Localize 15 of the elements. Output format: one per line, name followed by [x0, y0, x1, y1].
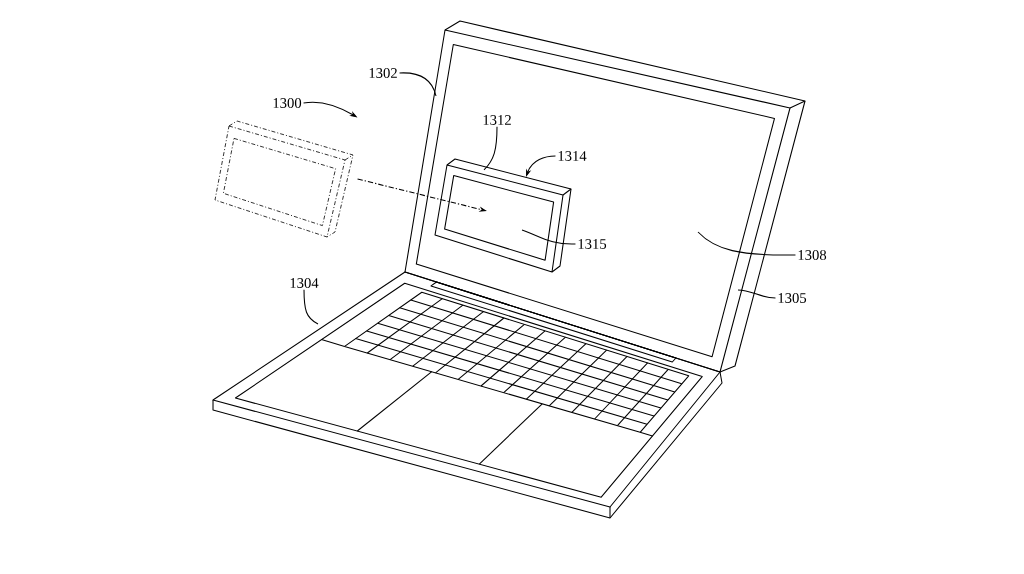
reference-numeral: 1302: [369, 68, 397, 78]
reference-numeral: 1304: [290, 278, 319, 288]
leader-line: [483, 126, 498, 171]
reference-numeral: 1314: [558, 151, 587, 161]
leader-line: [521, 229, 576, 245]
reference-numeral: 1300: [273, 98, 302, 108]
reference-numeral: 1308: [798, 250, 827, 260]
leader-line: [697, 231, 796, 256]
reference-numeral: 1312: [483, 115, 511, 125]
leader-line: [399, 72, 437, 97]
reference-numeral: 1305: [778, 293, 807, 303]
detached-module-drawing: [214, 120, 354, 238]
reference-numeral: 1315: [578, 239, 607, 249]
leader-line: [303, 289, 319, 325]
leader-line: [737, 289, 776, 299]
